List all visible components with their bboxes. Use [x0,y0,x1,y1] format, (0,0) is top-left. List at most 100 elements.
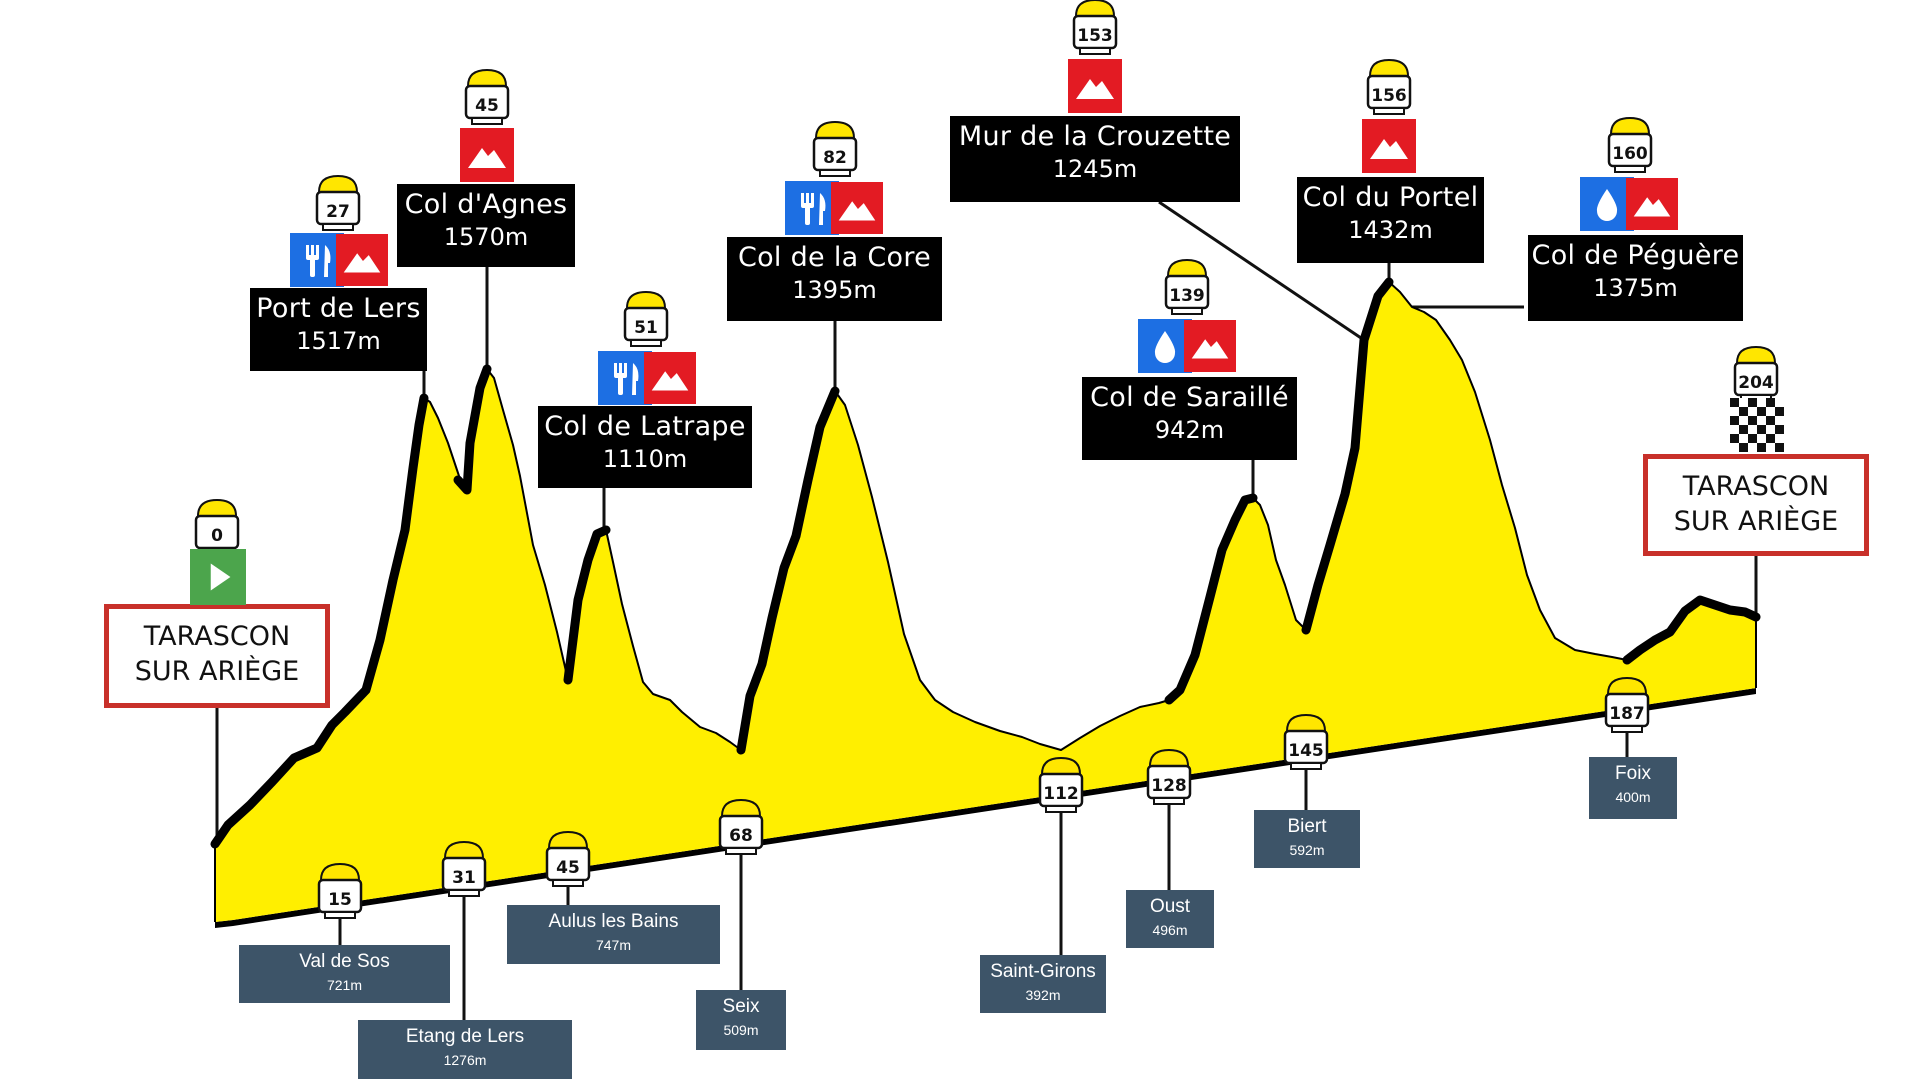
svg-text:15: 15 [328,890,352,910]
summit-name: Col de Péguère [1531,240,1740,271]
summit-name: Col de Saraillé [1090,382,1289,413]
summit-col-d-agnes: Col d'Agnes 1570m [397,184,575,267]
summit-col-de-la-core: Col de la Core 1395m [727,237,942,321]
km-marker-col-de-latrape: 51 [623,290,669,348]
climb-strokes [210,277,1761,849]
town-aulus-les-bains: Aulus les Bains 747m [507,905,720,964]
svg-text:45: 45 [475,96,499,116]
km-marker-col-de-peguere: 160 [1607,116,1653,174]
town-saint-girons: Saint-Girons 392m [980,955,1106,1013]
svg-text:112: 112 [1043,784,1079,804]
food-icon [290,233,344,287]
summit-elevation: 1432m [1348,215,1433,244]
town-elevation: 747m [595,937,632,953]
km-marker-port-de-lers: 27 [315,174,361,232]
start-sign-line2: SUR ARIÈGE [134,656,300,688]
km-marker-col-d-agnes: 45 [464,68,510,126]
svg-text:160: 160 [1612,144,1648,164]
town-elevation: 592m [1289,842,1325,858]
descent-strokes [214,281,1757,922]
food-icon [785,181,839,235]
town-elevation: 400m [1615,789,1651,805]
town-name: Seix [722,996,760,1017]
start-sign: TARASCON SUR ARIÈGE [104,604,330,708]
town-name: Aulus les Bains [548,911,679,932]
mountain-icon [1068,59,1122,113]
summit-elevation: 1517m [296,326,381,355]
mountain-icon [1184,319,1236,373]
km-marker-foix: 187 [1604,676,1650,734]
svg-text:156: 156 [1371,86,1407,106]
svg-text:68: 68 [729,826,753,846]
food-icon [598,351,652,405]
mountain-icon [644,351,696,405]
town-name: Val de Sos [299,951,390,972]
town-oust: Oust 496m [1126,890,1214,948]
svg-text:82: 82 [823,148,847,168]
town-elevation: 1276m [443,1052,487,1068]
svg-text:0: 0 [211,526,223,546]
mountain-icon [1362,119,1416,173]
town-name: Biert [1287,816,1327,837]
finish-sign: TARASCON SUR ARIÈGE [1643,454,1869,556]
summit-col-de-latrape: Col de Latrape 1110m [538,406,752,488]
km-marker-val-de-sos: 15 [317,862,363,920]
summit-name: Col de Latrape [544,411,746,442]
km-marker-saint-girons: 112 [1038,756,1084,814]
checkered-flag-icon [1730,398,1784,452]
km-marker-mur-de-la-crouzette: 153 [1072,0,1118,56]
km-marker-etang-de-lers: 31 [441,840,487,898]
town-elevation: 496m [1152,922,1188,938]
km-marker-finish: 204 [1733,345,1779,403]
town-elevation: 721m [326,977,363,993]
mountain-icon [831,181,883,235]
summit-elevation: 1395m [792,275,877,304]
town-etang-de-lers: Etang de Lers 1276m [358,1020,572,1079]
profile-area [215,282,1756,922]
km-marker-col-de-saraille: 139 [1164,258,1210,316]
town-name: Saint-Girons [990,961,1096,982]
svg-text:139: 139 [1169,286,1205,306]
summit-port-de-lers: Port de Lers 1517m [250,288,427,371]
svg-text:187: 187 [1609,704,1645,724]
finish-sign-line1: TARASCON [1682,471,1830,502]
km-marker-oust: 128 [1146,748,1192,806]
svg-text:45: 45 [556,858,580,878]
svg-text:128: 128 [1151,776,1187,796]
summit-elevation: 1245m [1052,154,1138,183]
town-seix: Seix 509m [696,990,786,1050]
summit-name: Port de Lers [256,293,421,324]
summit-elevation: 942m [1154,415,1225,444]
town-biert: Biert 592m [1254,810,1360,868]
town-elevation: 509m [723,1022,759,1038]
start-sign-line1: TARASCON [143,621,291,652]
play-icon [190,549,246,605]
km-marker-col-de-la-core: 82 [812,120,858,178]
mountain-icon [336,233,388,287]
mountain-icon [1626,177,1678,231]
town-foix: Foix 400m [1589,757,1677,819]
km-marker-col-du-portel: 156 [1366,58,1412,116]
svg-text:51: 51 [634,318,658,338]
svg-text:27: 27 [326,202,350,222]
km-marker-seix: 68 [718,798,764,856]
km-marker-aulus-les-bains: 45 [545,830,591,888]
svg-text:31: 31 [452,868,476,888]
summit-elevation: 1570m [443,222,529,251]
svg-text:145: 145 [1288,741,1324,761]
town-name: Oust [1149,896,1191,917]
summit-name: Col d'Agnes [404,189,568,220]
connector-mur-de-la-crouzette [1158,200,1365,342]
km-marker-biert: 145 [1283,713,1329,771]
summit-col-de-saraille: Col de Saraillé 942m [1082,377,1297,460]
km-marker-start: 0 [194,498,240,556]
summit-elevation: 1110m [602,444,688,473]
water-drop-icon [1580,177,1634,231]
town-elevation: 392m [1025,987,1061,1003]
town-val-de-sos: Val de Sos 721m [239,945,450,1003]
svg-text:153: 153 [1077,26,1113,46]
summit-elevation: 1375m [1593,273,1678,302]
summit-mur-de-la-crouzette: Mur de la Crouzette 1245m [950,116,1240,202]
